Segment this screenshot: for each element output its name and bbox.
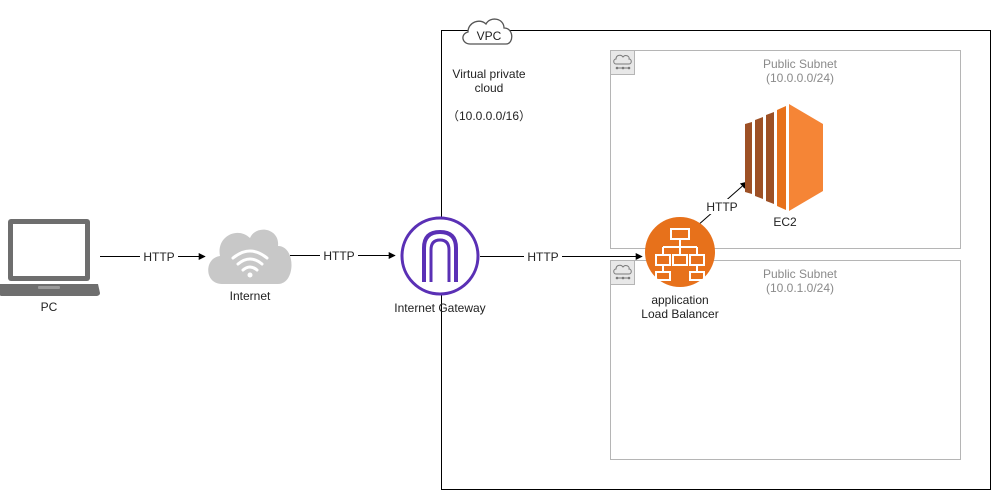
gateway-node: Internet Gateway (394, 216, 486, 315)
subnet-icon (610, 50, 635, 75)
pc-label: PC (41, 300, 58, 314)
edge-label-http: HTTP (323, 249, 354, 263)
edge-internet-gateway: HTTP (290, 248, 396, 263)
edge-pc-internet: HTTP (100, 249, 206, 264)
internet-gateway-icon (400, 216, 480, 296)
pc-node: PC (0, 219, 100, 314)
public-subnet-1: Public Subnet (10.0.0.0/24) (610, 50, 961, 249)
laptop-icon (0, 219, 100, 296)
subnet-1-title: Public Subnet (763, 57, 838, 71)
internet-label: Internet (230, 289, 271, 303)
alb-label-line2: Load Balancer (641, 307, 718, 321)
internet-node: Internet (208, 229, 292, 303)
edge-gateway-alb: HTTP (480, 249, 643, 264)
subnet-icon (610, 260, 635, 285)
edge-label-http: HTTP (527, 250, 558, 264)
vpc-cidr: （10.0.0.0/16） (447, 109, 531, 123)
vpc-cloud-icon: VPC (462, 18, 513, 45)
alb-label-line1: application (651, 293, 708, 307)
load-balancer-icon (645, 217, 715, 287)
subnet-2-cidr: (10.0.1.0/24) (766, 281, 834, 295)
subnet-2-title: Public Subnet (763, 267, 838, 281)
edge-label-http: HTTP (706, 200, 737, 214)
public-subnet-2: Public Subnet (10.0.1.0/24) (610, 260, 961, 460)
vpc-description-line2: cloud (475, 81, 504, 95)
ec2-node: EC2 (745, 104, 823, 229)
vpc-badge-label: VPC (477, 29, 502, 43)
edge-alb-ec2: HTTP (696, 181, 748, 227)
subnet-1-cidr: (10.0.0.0/24) (766, 71, 834, 85)
edge-label-http: HTTP (143, 250, 174, 264)
ec2-label: EC2 (773, 215, 797, 229)
ec2-icon (745, 104, 823, 211)
internet-cloud-icon (208, 229, 292, 284)
vpc-container: VPC Virtual private cloud （10.0.0.0/16） (441, 18, 991, 490)
alb-node: application Load Balancer (641, 217, 719, 321)
vpc-description-line1: Virtual private (452, 67, 525, 81)
gateway-label: Internet Gateway (394, 301, 485, 315)
